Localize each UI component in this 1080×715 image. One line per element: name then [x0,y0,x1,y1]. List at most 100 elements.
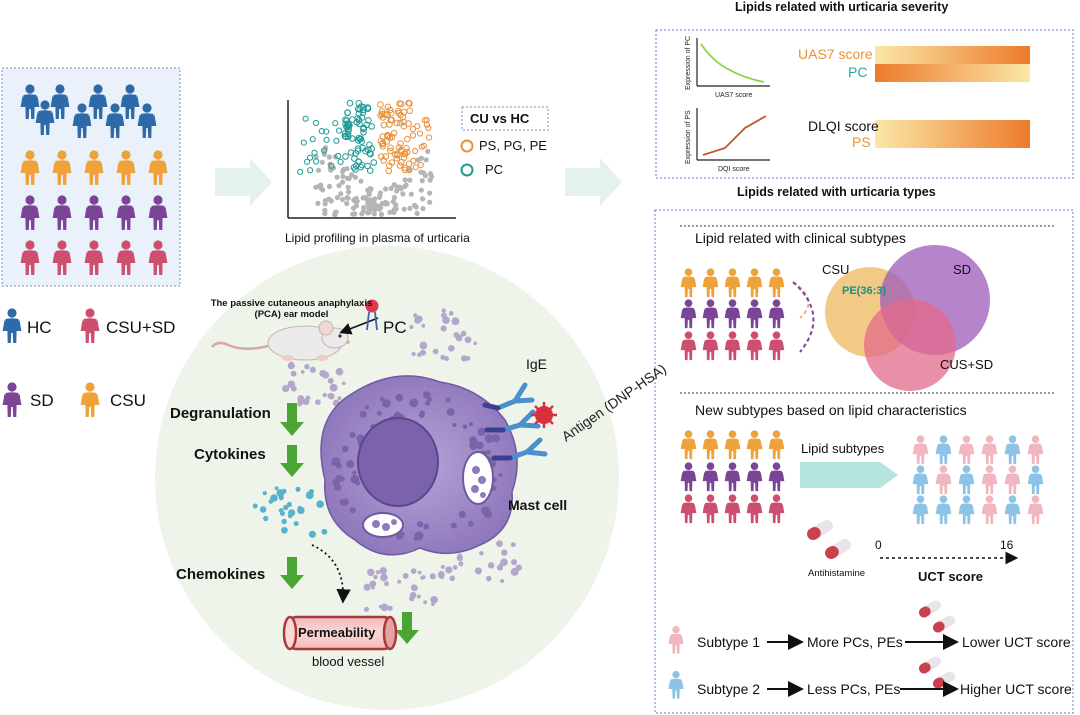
decorative-dot [354,115,361,122]
decorative-dot [356,135,364,143]
blood-vessel-label: blood vessel [312,654,385,669]
decorative-dot [469,436,477,444]
decorative-dot [413,313,418,318]
decorative-dot [342,153,349,160]
decorative-dot [486,575,492,582]
decorative-dot [447,344,455,352]
decorative-dot [430,595,438,604]
chemokine-arrow [311,544,351,604]
decorative-dot [315,399,321,405]
decorative-dot [449,575,456,582]
decorative-dot [355,100,363,107]
decorative-dot [278,495,284,501]
decorative-dot [329,395,334,400]
types-title: Lipids related with urticaria types [737,185,936,199]
decorative-dot [341,130,349,137]
decorative-dot [375,570,381,575]
decorative-dot [300,139,307,146]
decorative-dot [354,147,362,154]
decorative-dot [445,397,451,403]
decorative-dot [450,522,457,529]
decorative-dot [397,579,402,584]
decorative-dot [345,195,351,201]
decorative-dot [364,105,372,112]
decorative-dot [415,315,423,323]
pca-pc-label: PC [383,318,407,337]
decorative-dot [387,209,393,215]
decorative-dot [315,167,322,173]
csusd-legend-icon [80,308,100,343]
decorative-dot [378,604,383,609]
decorative-dot [378,110,386,118]
decorative-dot [427,396,433,402]
cytokines-label: Cytokines [194,446,266,463]
decorative-dot [340,196,346,203]
decorative-dot [400,154,408,161]
decorative-dot [340,168,346,174]
decorative-dot [380,157,387,164]
decorative-dot [332,120,339,127]
antigen-icon [531,402,557,428]
decorative-dot [431,602,435,607]
ige-label: IgE [526,356,548,372]
decorative-dot [407,205,413,211]
decorative-dot [469,441,478,450]
decorative-dot [384,201,390,207]
subtype2-lipids: Less PCs, PEs [807,681,901,697]
decorative-dot [411,584,417,590]
decorative-dot [286,501,292,507]
decorative-dot [352,211,358,217]
decorative-dot [387,147,394,155]
antihistamine-label: Antihistamine [808,568,866,579]
decorative-dot [360,129,367,136]
decorative-dot [382,399,391,408]
decorative-dot [350,205,357,211]
decorative-dot [259,506,267,513]
decorative-dot [461,355,468,362]
decorative-dot [468,520,474,527]
venn-diagram [825,245,990,391]
decorative-dot [307,167,314,174]
decorative-dot [379,567,387,575]
decorative-dot [279,510,286,517]
decorative-dot [423,117,430,124]
decorative-dot [293,521,299,527]
decorative-dot [386,121,393,128]
decorative-dot [318,128,325,135]
decorative-dot [474,567,482,575]
decorative-dot [406,100,413,107]
decorative-dot [419,178,425,184]
clinical-subtypes-title: Lipid related with clinical subtypes [695,230,906,246]
decorative-dot [297,505,303,512]
decorative-dot [464,336,472,344]
decorative-dot [367,197,373,203]
decorative-dot [312,119,320,127]
decorative-dot [406,107,414,115]
decorative-dot [376,206,382,212]
pc-severity-label: PC [848,64,868,80]
decorative-dot [387,605,393,611]
decorative-dot [346,460,355,469]
decorative-dot [377,190,383,196]
decorative-dot [400,191,406,197]
dlqi-ps-gradient-bar [875,120,1030,148]
decorative-dot [457,553,463,559]
decorative-dot [336,183,342,189]
decorative-dot [441,308,446,313]
decorative-dot [336,127,343,134]
decorative-dot [499,562,504,567]
decorative-dot [289,511,294,517]
decorative-dot [391,194,397,201]
decorative-dot [420,196,426,202]
decorative-dot [364,405,370,410]
decorative-dot [395,393,404,402]
decorative-dot [363,583,371,591]
decorative-dot [510,542,516,548]
decorative-dot [388,133,396,141]
decorative-dot [421,117,428,124]
decorative-dot [329,383,338,392]
subtype1-label: Subtype 1 [697,634,761,650]
decorative-dot [321,147,328,154]
decorative-dot [452,422,457,428]
